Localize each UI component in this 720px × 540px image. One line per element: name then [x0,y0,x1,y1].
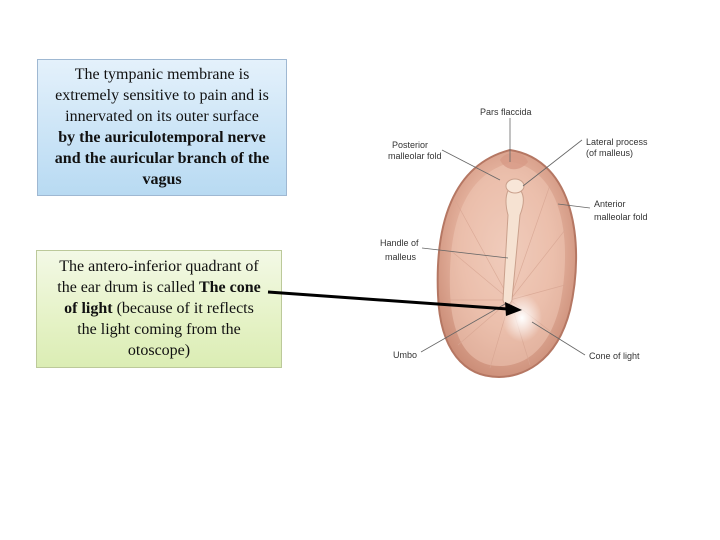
tympanic-innervation-box: The tympanic membrane is extremely sensi… [37,59,287,196]
label-anterior-fold: malleolar fold [594,212,648,222]
cone-of-light-box: The antero-inferior quadrant of the ear … [36,250,282,368]
box-line: innervated on its outer surface [65,108,259,125]
box-line: of light (because of it reflects [64,300,254,317]
lateral-process [505,178,525,194]
box-line-bold: vagus [142,171,182,188]
box-line: The antero-inferior quadrant of [59,258,259,275]
label-lateral-process: (of malleus) [586,148,633,158]
box-line-bold: by the auriculotemporal nerve [58,129,266,146]
pointer-arrow [267,290,522,316]
pars-flaccida-region [500,152,528,170]
box-line: extremely sensitive to pain and is [55,87,269,104]
box-line: the ear drum is called The cone [57,279,261,296]
box-line: The tympanic membrane is [74,66,250,83]
label-anterior-fold: Anterior [594,199,626,209]
label-posterior-fold: Posterior [392,140,428,150]
box-line-bold: and the auricular branch of the [54,150,270,167]
leader-lines [420,118,591,356]
box-line: the light coming from the [77,321,241,338]
label-handle-of-malleus: malleus [385,252,417,262]
box-line: otoscope) [127,342,191,359]
label-umbo: Umbo [393,350,417,360]
label-posterior-fold: malleolar fold [388,151,442,161]
label-lateral-process: Lateral process [586,137,648,147]
label-cone-of-light: Cone of light [589,351,640,361]
cone-of-light-region [502,294,542,342]
label-handle-of-malleus: Handle of [380,238,419,248]
label-pars-flaccida: Pars flaccida [480,107,532,117]
